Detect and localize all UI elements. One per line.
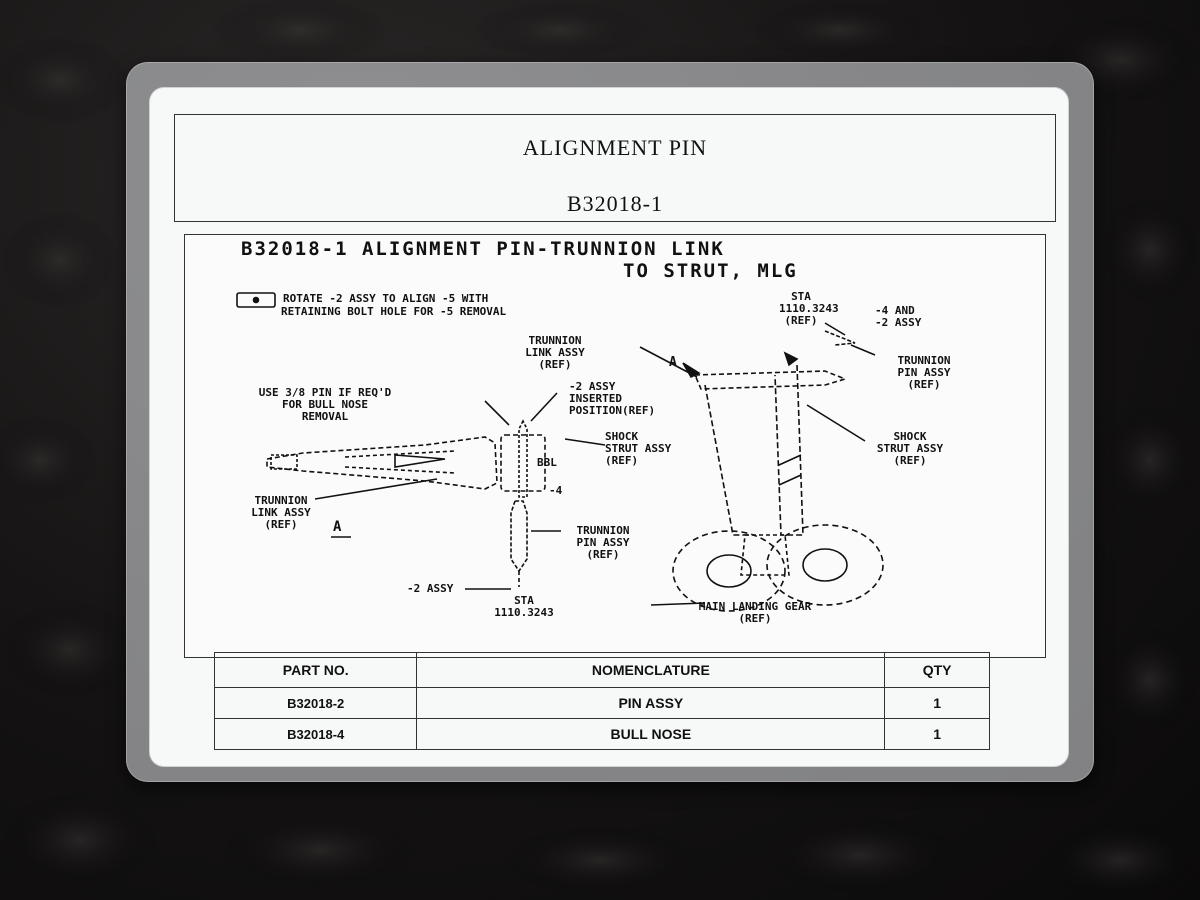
nomenclature-cell: BULL NOSE (416, 718, 886, 750)
table-row: B32018-2 PIN ASSY 1 (213, 687, 990, 719)
shock-strut-mid-label: SHOCK STRUT ASSY (REF) (605, 430, 672, 467)
view-a-label: A (333, 519, 342, 535)
assy-4-2-label: -4 AND -2 ASSY (875, 304, 922, 329)
view-a-top-label: A (669, 355, 677, 370)
use-pin-label: USE 3/8 PIN IF REQ'D FOR BULL NOSE REMOV… (258, 386, 392, 423)
part-number-cell: B32018-4 (213, 718, 418, 750)
qty-cell: 1 (884, 687, 990, 719)
drawing-subtitle: TO STRUT, MLG (623, 260, 798, 282)
table-row: B32018-4 BULL NOSE 1 (213, 718, 990, 750)
part-number-cell: B32018-2 (213, 687, 418, 719)
main-landing-gear-view (672, 330, 884, 612)
trunnion-link-left-label: TRUNNION LINK ASSY (REF) (251, 494, 311, 531)
nomenclature-cell: PIN ASSY (416, 687, 886, 719)
note-line-1: ROTATE -2 ASSY TO ALIGN -5 WITH (283, 292, 489, 305)
trunnion-pin-lower-label: TRUNNION PIN ASSY (REF) (576, 524, 630, 561)
bbl-label: BBL (537, 456, 557, 469)
landing-gear-diagram (236, 292, 884, 612)
col-qty: QTY (884, 652, 990, 688)
inserted-position-label: -2 ASSY INSERTED POSITION(REF) (569, 380, 656, 417)
parts-table-header: PART NO. NOMENCLATURE QTY (213, 652, 990, 688)
col-nomenclature: NOMENCLATURE (416, 652, 886, 688)
assy2-lower-label: -2 ASSY (407, 582, 454, 595)
trunnion-pin-right-label: TRUNNION PIN ASSY (REF) (897, 354, 951, 391)
main-landing-gear-label: MAIN LANDING GEAR (REF) (698, 600, 812, 625)
technical-drawing: B32018-1 ALIGNMENT PIN-TRUNNION LINK TO … (184, 234, 1046, 658)
placard-part-number: B32018-1 (567, 191, 663, 216)
placard-card: ALIGNMENT PIN B32018-1 (150, 88, 1068, 766)
trunnion-link-detail (266, 436, 498, 490)
note-symbol-icon (236, 292, 276, 308)
col-part-no: PART NO. (213, 652, 418, 688)
parts-table: PART NO. NOMENCLATURE QTY B32018-2 PIN A… (213, 652, 990, 750)
dash4-label: -4 (549, 484, 563, 497)
qty-cell: 1 (884, 718, 990, 750)
title-block: ALIGNMENT PIN B32018-1 (174, 114, 1056, 222)
sta-bottom-label: STA 1110.3243 (494, 594, 554, 619)
shock-strut-right-label: SHOCK STRUT ASSY (REF) (876, 430, 944, 467)
alignment-pin-assy (500, 419, 546, 587)
drawing-title: B32018-1 ALIGNMENT PIN-TRUNNION LINK (241, 238, 725, 260)
sta-top-label: STA 1110.3243 (REF) (779, 290, 839, 327)
placard-title: ALIGNMENT PIN (522, 135, 708, 160)
note-line-2: RETAINING BOLT HOLE FOR -5 REMOVAL (281, 305, 507, 318)
trunnion-link-top-label: TRUNNION LINK ASSY (REF) (525, 334, 585, 371)
